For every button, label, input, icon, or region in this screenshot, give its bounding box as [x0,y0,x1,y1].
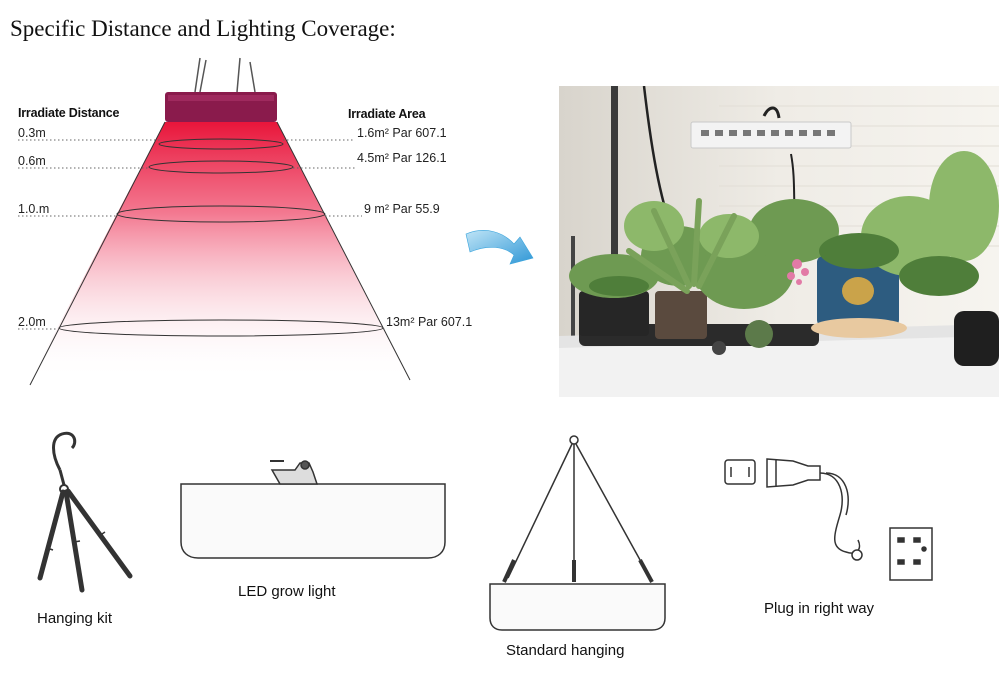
area-label: 13m² Par 607.1 [386,315,473,329]
coverage-ring-0.3m [158,138,284,150]
lamp-wires [194,57,256,93]
distance-label: 0.3m [18,126,46,140]
distance-label: 2.0m [18,315,46,329]
area-label: 9 m² Par 55.9 [364,202,440,216]
caption-led-grow-light: LED grow light [238,583,336,600]
caption-hanging-kit: Hanging kit [37,610,113,627]
hanging-kit-icon [37,431,133,593]
standard-hanging-icon [489,435,666,631]
light-beam [30,122,410,380]
distance-label: 0.6m [18,154,46,168]
caption-plug: Plug in right way [764,600,875,617]
distance-label: 1.0.m [18,202,50,216]
area-label: 1.6m² Par 607.1 [357,126,447,140]
coverage-ring-0.6m [148,160,294,174]
wall-outlet-icon [889,527,933,581]
area-header: Irradiate Area [348,107,426,121]
distance-header: Irradiate Distance [18,106,120,120]
page-title: Specific Distance and Lighting Coverage: [10,16,396,41]
area-label: 4.5m² Par 126.1 [357,151,447,165]
grow-light-photo [559,86,999,397]
caption-standard-hanging: Standard hanging [506,642,625,659]
curved-arrow-icon [465,230,534,265]
led-grow-light-icon [180,460,446,559]
coverage-ring-2.0m [58,319,384,337]
coverage-ring-1.0m [116,205,326,223]
plug-icon [724,458,863,561]
